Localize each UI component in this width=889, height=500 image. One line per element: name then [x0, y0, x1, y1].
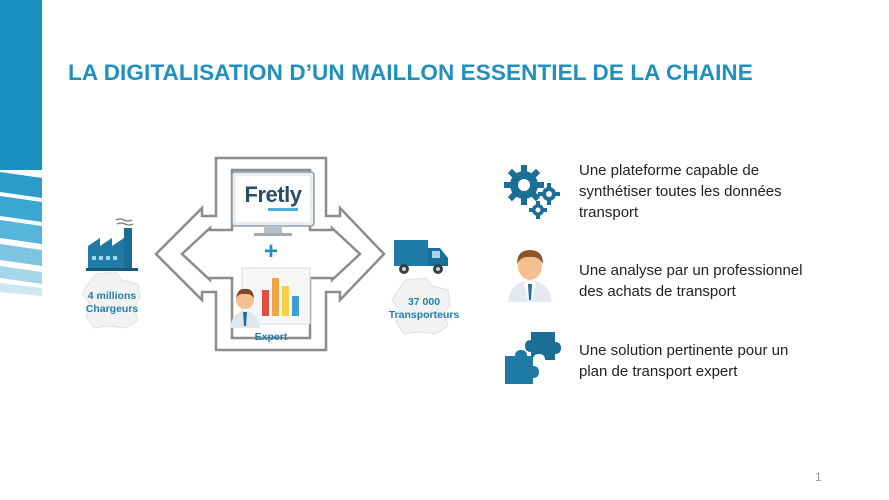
- fretly-logo-underline: [268, 208, 298, 211]
- france-map-right-icon: [391, 277, 451, 335]
- expert-chart-icon: [230, 267, 311, 328]
- fretly-logo: Fretly: [240, 182, 306, 208]
- gears-icon: [504, 165, 560, 219]
- page-number: 1: [815, 470, 822, 484]
- left-label: 4 millions Chargeurs: [72, 290, 152, 316]
- monitor-icon: [231, 171, 315, 236]
- truck-icon: [394, 240, 448, 274]
- slide-title: LA DIGITALISATION D’UN MAILLON ESSENTIEL…: [68, 60, 753, 85]
- bullet-2-line-2: des achats de transport: [579, 283, 736, 300]
- factory-icon: [86, 218, 138, 271]
- bullet-3-line-1: Une solution pertinente pour un: [579, 342, 789, 359]
- left-label-name: Chargeurs: [85, 303, 139, 315]
- france-map-left-icon: [81, 271, 141, 329]
- bullet-2-line-1: Une analyse par un professionnel: [579, 262, 803, 279]
- diagram-frame: [154, 156, 386, 352]
- bullet-1-line-3: transport: [579, 204, 639, 221]
- bullet-3-text: Une solution pertinente pour un plan de …: [579, 340, 839, 382]
- bullet-1-text: Une plateforme capable de synthétiser to…: [579, 160, 839, 223]
- bullet-1-line-2: synthétiser toutes les données: [579, 183, 782, 200]
- bullet-2-text: Une analyse par un professionnel des ach…: [579, 260, 839, 302]
- right-label-count: 37 000: [407, 296, 441, 308]
- expert-label: Expert: [254, 331, 288, 343]
- left-label-count: 4 millions: [87, 290, 137, 302]
- right-label-name: Transporteurs: [388, 309, 460, 321]
- right-label: 37 000 Transporteurs: [380, 296, 468, 322]
- person-icon: [508, 250, 552, 302]
- plus-sign: +: [263, 238, 278, 265]
- puzzle-icon: [505, 332, 561, 384]
- bullet-1-line-1: Une plateforme capable de: [579, 162, 760, 179]
- fretly-logo-text: Fretly: [244, 182, 302, 207]
- left-stripes-decoration: [0, 0, 42, 296]
- bullet-3-line-2: plan de transport expert: [579, 363, 738, 380]
